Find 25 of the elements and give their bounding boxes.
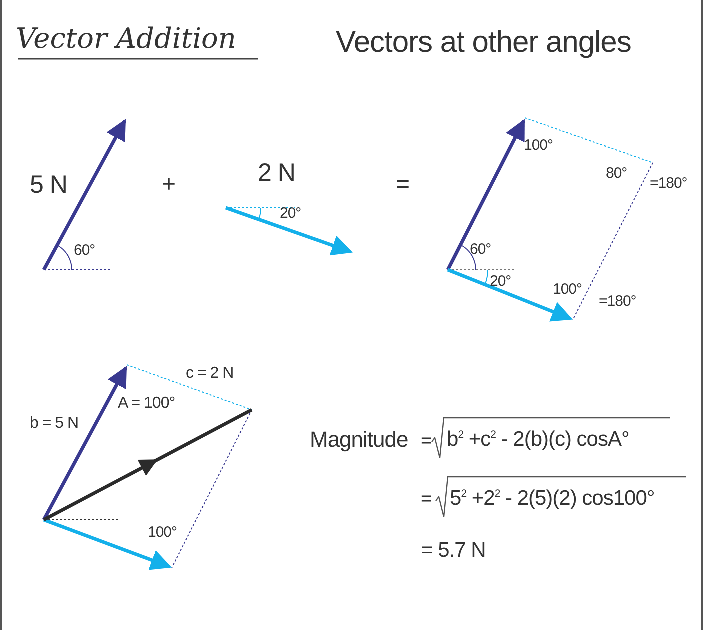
magnitude-label: 2 N bbox=[258, 160, 296, 188]
angle-label: 60° bbox=[74, 243, 96, 260]
angle-label: 20° bbox=[490, 274, 512, 290]
angle-label: A = 100° bbox=[118, 395, 176, 413]
angle-label: 20° bbox=[280, 206, 302, 222]
formula-text: = bbox=[421, 490, 432, 511]
magnitude-label: 5 N bbox=[30, 172, 68, 200]
side-label: c = 2 N bbox=[186, 365, 234, 383]
formula-text: = bbox=[421, 432, 432, 453]
angle-label: 60° bbox=[470, 242, 492, 258]
title: Vector Addition bbox=[16, 24, 236, 55]
angle-label: =180° bbox=[599, 294, 636, 310]
formula-text: Magnitude bbox=[310, 428, 408, 452]
formula-text: 5$^{2}$ +2$^{2}$ - 2(5)(2) cos100° bbox=[450, 487, 655, 510]
formula-text: = 5.7 N bbox=[421, 539, 486, 562]
angle-label: 80° bbox=[606, 166, 628, 182]
side-label: b = 5 N bbox=[30, 415, 79, 433]
angle-label: 100° bbox=[524, 138, 554, 154]
plus-sign: + bbox=[162, 172, 176, 198]
angle-label: 100° bbox=[148, 525, 178, 542]
formula-text: b$^{2}$ +c$^{2}$ - 2(b)(c) cosA° bbox=[447, 428, 630, 452]
angle-label: =180° bbox=[650, 176, 688, 192]
equals-sign: = bbox=[396, 172, 410, 198]
angle-label: 100° bbox=[553, 282, 582, 298]
subtitle: Vectors at other angles bbox=[336, 26, 632, 59]
